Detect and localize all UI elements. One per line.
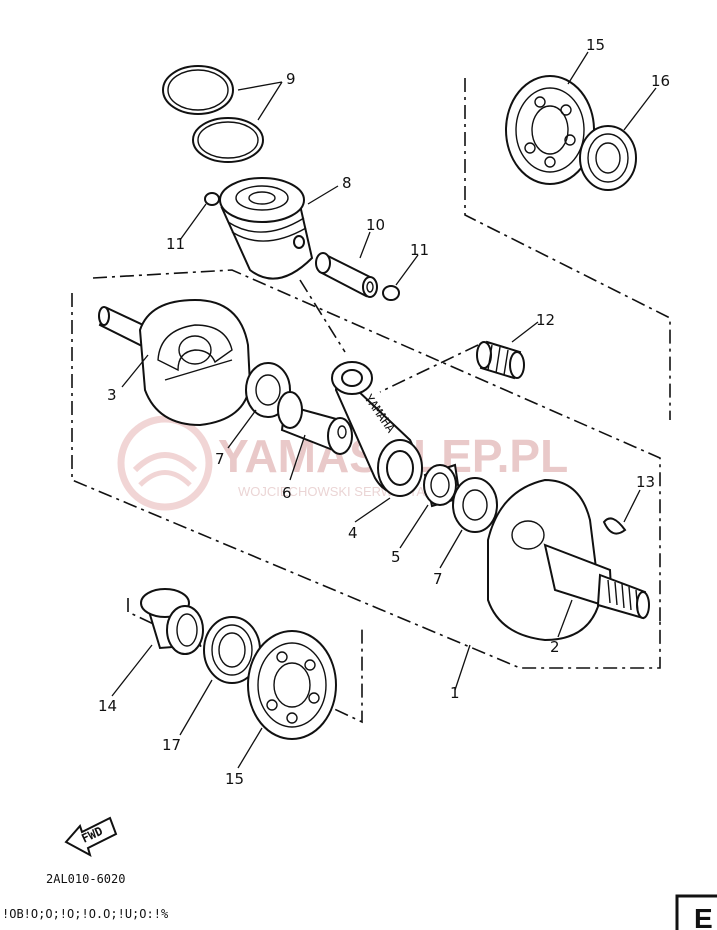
callout-8: 8: [342, 174, 352, 192]
inner-assembly-outline: [92, 269, 661, 622]
piston-ring-top: [162, 65, 234, 115]
callout-2: 2: [550, 638, 560, 656]
crank-assembly-outline: [71, 293, 661, 669]
callout-5: 5: [391, 548, 401, 566]
connecting-rod: YAMAHA: [331, 361, 423, 497]
watermark-logo-icon: [117, 415, 213, 511]
piston-pin: [315, 252, 378, 298]
callout-6: 6: [282, 484, 292, 502]
bearing-bottom: [247, 630, 337, 740]
callout-12: 12: [536, 311, 555, 329]
callout-14: 14: [98, 697, 117, 715]
drawing-code: 2AL010-6020: [46, 872, 125, 886]
crank-pin: [277, 391, 353, 455]
callout-16: 16: [651, 72, 670, 90]
callout-15-bottom: 15: [225, 770, 244, 788]
piston-ring-bottom: [192, 117, 264, 163]
crank-left: [98, 298, 252, 427]
callout-10: 10: [366, 216, 385, 234]
fwd-arrow: FWD: [64, 816, 118, 858]
oil-seal-top: [579, 125, 637, 191]
corner-box: E: [675, 894, 717, 930]
callout-9: 9: [286, 70, 296, 88]
woodruff-key: [602, 517, 627, 535]
corner-letter: E: [694, 903, 713, 930]
callout-7-left: 7: [215, 450, 225, 468]
bottom-strip-text: !OB!O;O;!O;!O.O;!U;O:!%: [2, 907, 169, 921]
callouts: 1 2 3 4 5 6 7 7 8 9 10 11 11 12 13 14 15…: [98, 36, 670, 788]
crank-right: [487, 478, 650, 642]
small-end-bearing: [476, 340, 525, 380]
fwd-arrow-icon: [64, 816, 118, 858]
callout-17: 17: [162, 736, 181, 754]
oil-seal-bottom: [203, 616, 261, 684]
bearing-to-rod-line: [379, 344, 479, 393]
callout-7-right: 7: [433, 570, 443, 588]
callout-11-right: 11: [410, 241, 429, 259]
circlip-left: [204, 192, 220, 206]
bearing-top: [505, 75, 595, 185]
piston: [219, 177, 314, 280]
collar: [140, 588, 204, 655]
callout-15-top: 15: [586, 36, 605, 54]
piston-rings: [162, 65, 264, 163]
callout-1: 1: [450, 684, 460, 702]
big-end-bearing: [423, 463, 462, 508]
bearing-group-outline: [464, 78, 671, 420]
callout-13: 13: [636, 473, 655, 491]
leader-lines: [111, 51, 657, 769]
callout-3: 3: [107, 386, 117, 404]
callout-11-left: 11: [166, 235, 185, 253]
callout-4: 4: [348, 524, 358, 542]
circlip-right: [382, 285, 400, 301]
washer-right: [452, 477, 498, 533]
